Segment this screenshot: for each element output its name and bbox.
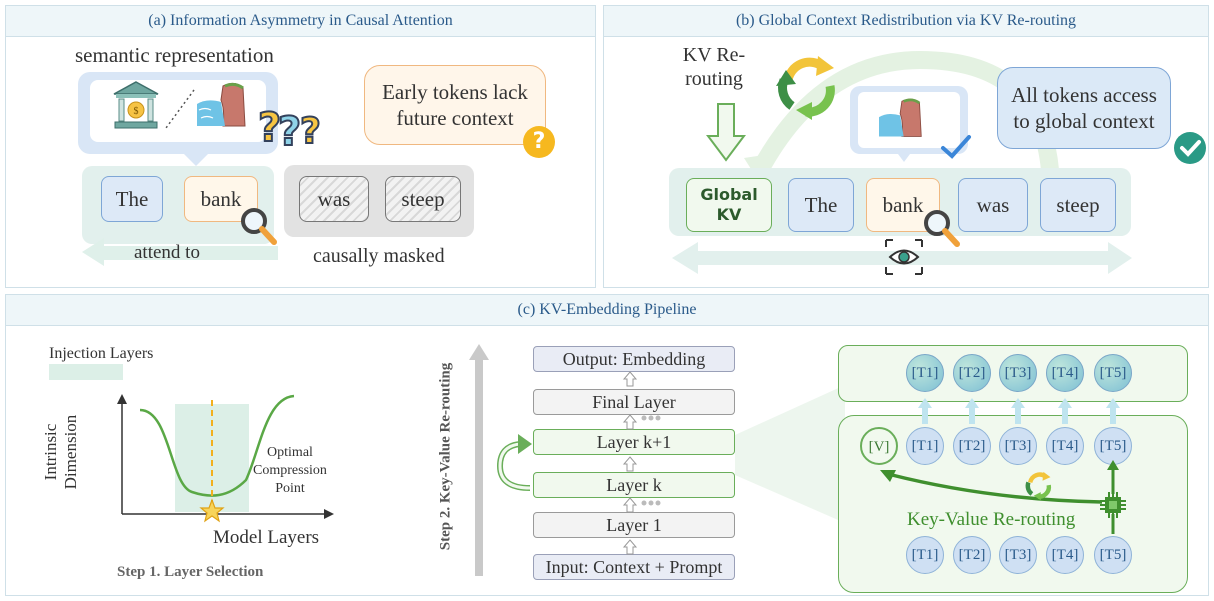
kv-rerouting-text: KV Re-routing (682, 44, 746, 90)
svg-text:?: ? (300, 111, 321, 149)
svg-text:$: $ (134, 106, 139, 117)
layer-token-t2: [T2] (953, 427, 991, 465)
eye-icon (885, 239, 923, 275)
global-context-note-text: All tokens access to global context (1011, 83, 1157, 133)
magnifier-icon (241, 208, 277, 245)
reroute-arrow-to-v (887, 472, 1103, 504)
input-token-t5: [T5] (1094, 536, 1132, 574)
layer-token-t3: [T3] (999, 427, 1037, 465)
global-context-note: All tokens access to global context (997, 67, 1171, 149)
token-steep-masked: steep (385, 176, 461, 222)
up-arrow (469, 344, 489, 576)
masked-label: causally masked (313, 245, 445, 267)
input-token-t4: [T4] (1046, 536, 1084, 574)
layer-token-t4: [T4] (1046, 427, 1084, 465)
input-token-t2: [T2] (953, 536, 991, 574)
input-token-t3: [T3] (999, 536, 1037, 574)
question-badge-icon: ? (523, 126, 555, 158)
v-token: [V] (860, 427, 898, 465)
panel-c-title: (c) KV-Embedding Pipeline (6, 295, 1208, 326)
panel-b-title: (b) Global Context Redistribution via KV… (604, 6, 1208, 37)
check-badge-icon (1174, 132, 1206, 164)
output-token-t5: [T5] (1094, 354, 1132, 392)
y-axis-label-text: Intrinsic Dimension (41, 414, 80, 490)
checkmark-icon (941, 135, 971, 159)
token-the: The (101, 176, 163, 222)
injection-legend-label: Injection Layers (49, 345, 154, 362)
step2-label: Step 2. Key-Value Re-routing (437, 362, 454, 551)
optimal-point-label: Optimal Compression Point (253, 445, 327, 496)
layer-final: Final Layer (533, 389, 735, 415)
kv-rerouting-label: KV Re-routing (654, 43, 774, 91)
river-bank-icon (197, 82, 246, 127)
injection-legend-swatch (49, 364, 123, 380)
chip-icon (1100, 492, 1126, 518)
x-axis-label: Model Layers (213, 527, 320, 548)
optimal-point-star-icon (199, 498, 225, 523)
divider-dotted-line (165, 89, 195, 129)
bank-building-icon: $ (113, 81, 159, 129)
output-token-t2: [T2] (953, 354, 991, 392)
recycle-icon (776, 56, 835, 120)
svg-text:?: ? (258, 105, 281, 149)
token-the-b: The (788, 178, 854, 232)
question-marks-icon: ? ? ? (257, 104, 322, 149)
river-bank-icon-b (879, 98, 922, 137)
layer-token-t1: [T1] (906, 427, 944, 465)
magnifier-icon-b (924, 210, 960, 247)
layer-1: Layer 1 (533, 512, 735, 538)
semantic-label: semantic representation (75, 43, 274, 67)
input-token-t1: [T1] (906, 536, 944, 574)
token-steep-b: steep (1040, 178, 1116, 232)
layer-output: Output: Embedding (533, 346, 735, 372)
output-token-t1: [T1] (906, 354, 944, 392)
output-token-t4: [T4] (1046, 354, 1084, 392)
panel-a-title: (a) Information Asymmetry in Causal Atte… (6, 6, 595, 37)
layer-selection-chart (117, 394, 334, 523)
early-tokens-note-text: Early tokens lack future context (382, 80, 528, 130)
zoom-fan (735, 385, 845, 523)
layer-input: Input: Context + Prompt (533, 554, 735, 580)
reroute-curved-arrow (496, 434, 532, 491)
kv-down-arrow (706, 103, 746, 162)
reroute-arrows (880, 460, 1119, 534)
token-up-arrows (918, 398, 1120, 424)
attend-arrow (82, 238, 278, 266)
token-global-kv: Global KV (686, 178, 772, 232)
reroute-label: Key-Value Re-routing (907, 509, 1076, 530)
small-recycle-icon (1025, 471, 1052, 501)
output-token-t3: [T3] (999, 354, 1037, 392)
svg-text:?: ? (278, 109, 301, 149)
step1-label: Step 1. Layer Selection (117, 564, 264, 580)
token-was-masked: was (299, 176, 369, 222)
early-tokens-note: Early tokens lack future context (364, 65, 546, 145)
token-was-b: was (958, 178, 1028, 232)
layer-connectors (622, 371, 661, 555)
layer-k-plus-1: Layer k+1 (533, 429, 735, 455)
intrinsic-dimension-curve (139, 394, 295, 497)
attend-label: attend to (134, 242, 200, 263)
layer-k: Layer k (533, 472, 735, 498)
